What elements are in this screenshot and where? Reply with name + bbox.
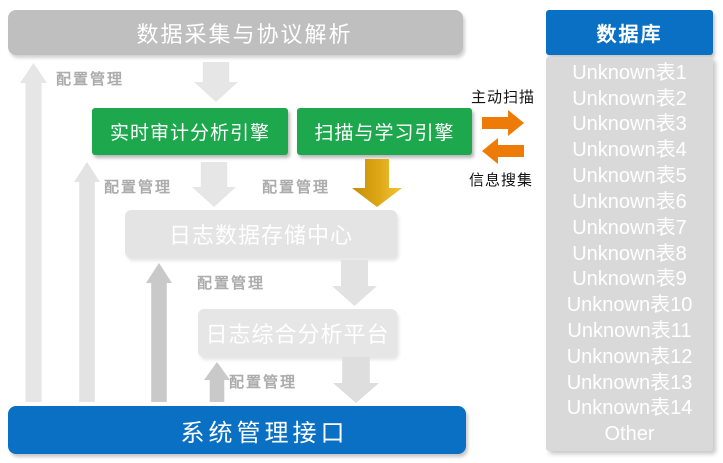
- arrow-down-collection-to-engines: [194, 62, 238, 102]
- db-table-item: Unknown表12: [566, 345, 693, 368]
- config-management-label: 配置管理: [197, 275, 266, 292]
- arrow-down-platform-to-mgmt: [333, 357, 379, 403]
- box-log-analysis-platform: 日志综合分析平台: [198, 309, 397, 357]
- arrow-down-engine-to-storage: [192, 162, 236, 207]
- db-table-item: Unknown表1: [572, 61, 687, 84]
- box-log-storage-center: 日志数据存储中心: [125, 210, 397, 258]
- config-management-label: 配置管理: [262, 179, 331, 196]
- box-scan-learning-engine: 扫描与学习引擎: [297, 108, 472, 155]
- db-table-item: Other: [604, 423, 655, 446]
- arrow-up-mgmt-to-platform: [204, 362, 230, 402]
- database-panel-header: 数据库: [546, 10, 713, 55]
- db-table-item: Unknown表3: [572, 113, 687, 136]
- arrow-up-feedback-middle: [74, 162, 100, 402]
- db-table-item: Unknown表11: [567, 319, 692, 342]
- db-table-item: Unknown表8: [572, 242, 687, 265]
- db-table-item: Unknown表9: [572, 268, 687, 291]
- arrow-right-active-scan: [482, 110, 524, 136]
- db-table-item: Unknown表6: [572, 190, 687, 213]
- db-table-item: Unknown表2: [572, 87, 687, 110]
- box-data-collection: 数据采集与协议解析: [8, 10, 463, 55]
- db-table-item: Unknown表13: [566, 371, 693, 394]
- arrow-up-feedback-outer: [20, 63, 47, 402]
- db-table-item: Unknown表5: [572, 165, 687, 188]
- db-table-item: Unknown表14: [566, 397, 693, 420]
- config-management-label: 配置管理: [104, 179, 173, 196]
- database-table-list: Unknown表1 Unknown表2 Unknown表3 Unknown表4 …: [546, 57, 713, 451]
- arrow-up-feedback-inner: [146, 263, 172, 402]
- db-table-item: Unknown表4: [572, 139, 687, 162]
- box-system-management-interface: 系统管理接口: [8, 406, 466, 454]
- config-management-label: 配置管理: [229, 374, 298, 391]
- active-scan-label: 主动扫描: [471, 89, 536, 106]
- box-realtime-audit-engine: 实时审计分析引擎: [92, 108, 288, 155]
- arrow-down-scan-to-storage: [352, 159, 402, 207]
- info-collect-label: 信息搜集: [469, 172, 534, 189]
- db-table-item: Unknown表7: [572, 216, 687, 239]
- arrow-left-info-collect: [482, 138, 524, 164]
- db-table-item: Unknown表10: [566, 294, 693, 317]
- arrow-down-storage-to-platform: [332, 260, 377, 306]
- config-management-label: 配置管理: [56, 71, 125, 88]
